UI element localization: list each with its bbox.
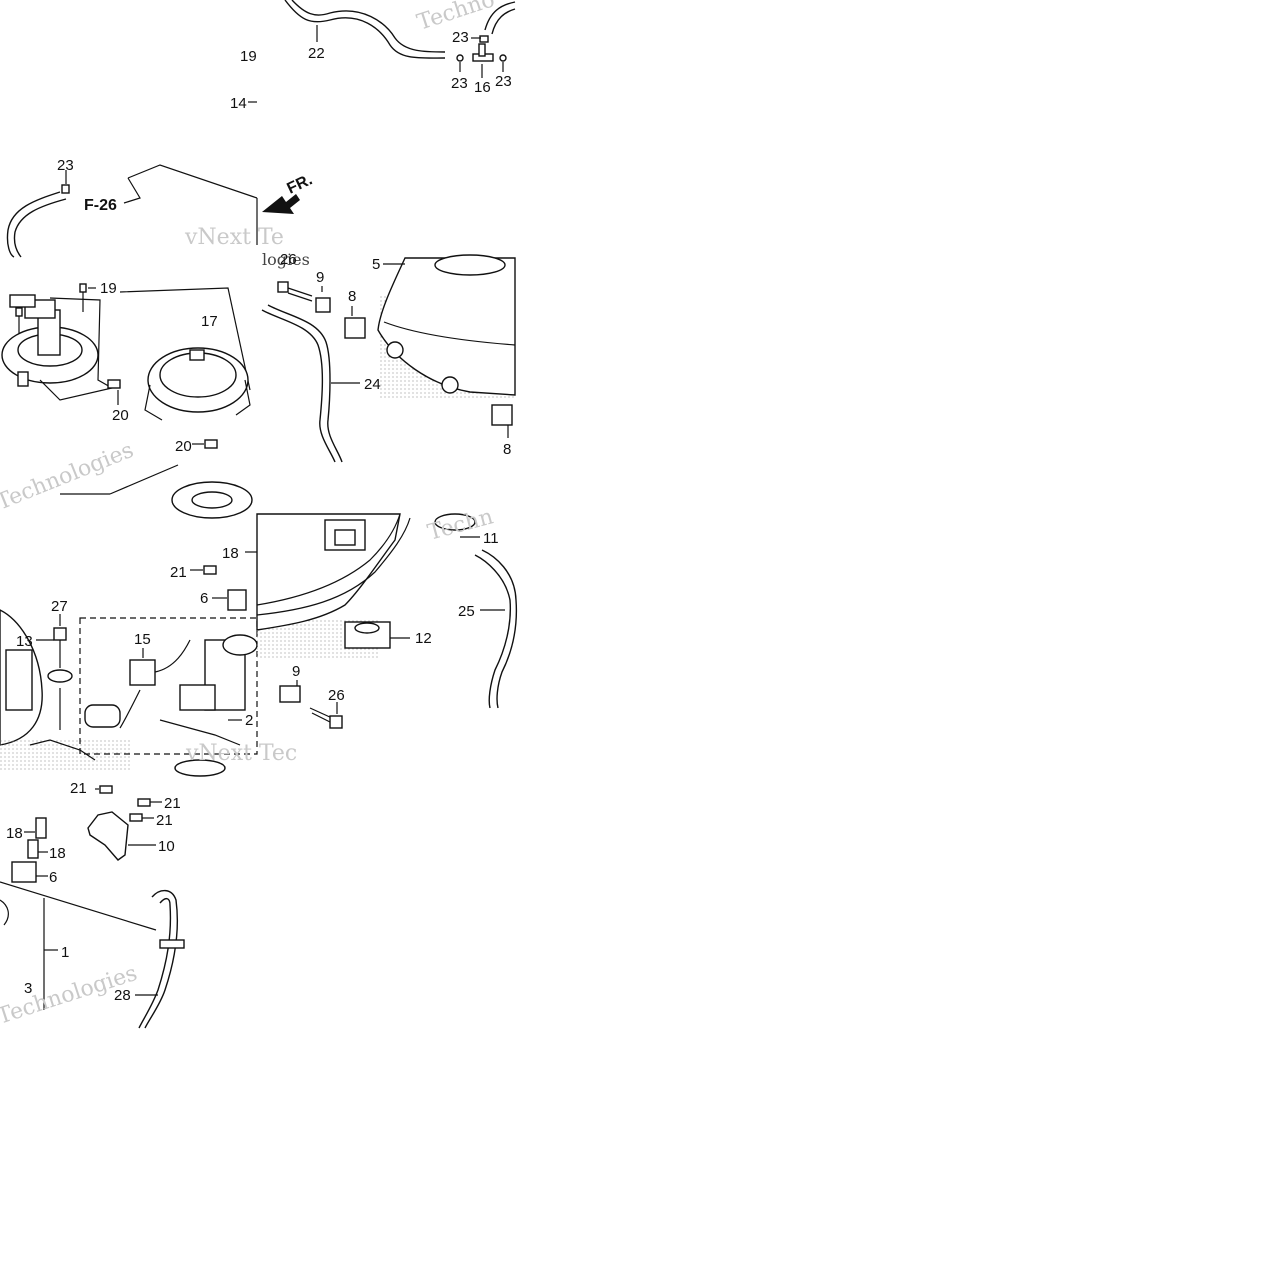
callout-13: 13 [16, 633, 33, 650]
clip-21 [203, 565, 217, 575]
callout-18-b: 18 [49, 845, 66, 862]
front-direction-label: FR. [285, 171, 316, 197]
watermark: vNext Te [184, 225, 284, 250]
callout-23-right: 23 [495, 73, 512, 90]
callout-26: 26 [328, 687, 345, 704]
callout-11: 11 [483, 530, 499, 547]
clip-20b [204, 439, 218, 449]
callout-6: 6 [49, 869, 57, 886]
fuel-tank-bracket [324, 519, 366, 551]
tile-pump-bracket: 21 21 21 18 10 18 6 1 3 28 Technologies [0, 780, 185, 1030]
callout-25: 25 [458, 603, 475, 620]
fuel-level-sender-15 [84, 639, 191, 729]
hose-clamp-23b [456, 54, 464, 62]
callout-24: 24 [364, 376, 381, 393]
hose-clamp-23a [479, 35, 489, 43]
stud-18b [27, 839, 39, 859]
callout-26: 26 [280, 251, 297, 268]
callout-19: 19 [240, 48, 257, 65]
callout-3: 3 [24, 980, 32, 997]
collar-9 [315, 286, 331, 313]
callout-23-top: 23 [452, 29, 469, 46]
bolt-26 [277, 281, 313, 302]
connector-6 [227, 589, 247, 611]
rubber-mount-8-bottom [491, 404, 513, 426]
callout-21-c: 21 [156, 812, 173, 829]
callout-10: 10 [158, 838, 175, 855]
fuel-cap-assembly [1, 294, 99, 387]
callout-6: 6 [200, 590, 208, 607]
fuel-pump-unit [159, 634, 258, 746]
callout-23: 23 [57, 157, 74, 174]
connector-6 [11, 861, 37, 883]
tile-fuel-pump: 18 21 6 27 13 15 2 vNext Tec [0, 545, 297, 777]
callout-14: 14 [230, 95, 247, 112]
three-way-joint-16 [472, 43, 494, 62]
bracket-10 [87, 811, 129, 861]
callout-12: 12 [415, 630, 432, 647]
callout-8-bottom: 8 [503, 441, 511, 458]
hose-clamp-23c [499, 54, 507, 62]
watermark: vNext Tec [185, 741, 297, 766]
tile-drain-hose: 23 F-26 FR. vNext Te [6, 157, 316, 258]
callout-21: 21 [170, 564, 187, 581]
front-arrow-icon [262, 194, 300, 214]
callout-22: 22 [308, 45, 325, 62]
callout-5: 5 [372, 256, 380, 273]
rubber-mount-8-top [344, 306, 366, 339]
watermark: logies [262, 250, 310, 269]
watermark: Technologies [0, 438, 137, 516]
callout-27: 27 [51, 598, 68, 615]
collar-9 [279, 680, 301, 703]
fuel-cap-ring-17 [144, 347, 251, 421]
bolt-left [15, 307, 23, 334]
callout-20-b: 20 [175, 438, 192, 455]
callout-19: 19 [100, 280, 117, 297]
clip-21c [129, 813, 143, 822]
setting-plate-12 [344, 621, 391, 649]
callout-1: 1 [61, 944, 69, 961]
callout-18-a: 18 [6, 825, 23, 842]
hose-clamp-23 [61, 184, 70, 194]
ref-f26: F-26 [84, 197, 117, 214]
callout-2: 2 [245, 712, 253, 729]
clip-20a [107, 379, 121, 389]
callout-9: 9 [316, 269, 324, 286]
callout-9: 9 [292, 663, 300, 680]
callout-20-a: 20 [112, 407, 129, 424]
callout-15: 15 [134, 631, 151, 648]
callout-16: 16 [474, 79, 491, 96]
callout-23-left: 23 [451, 75, 468, 92]
tile-fuel-tank-upper: logies 26 9 8 5 24 8 [261, 250, 516, 463]
tile-breather-hose: Techno 19 22 14 23 23 16 23 [230, 0, 516, 112]
washer [47, 669, 73, 683]
clip-21a [99, 785, 113, 794]
callout-21-a: 21 [70, 780, 87, 797]
stud-18a [35, 817, 47, 839]
callout-21-b: 21 [164, 795, 181, 812]
mount-bush-right [441, 376, 459, 394]
tile-fuel-tank-lower: 11 25 12 9 26 Techn [256, 504, 518, 729]
callout-8-top: 8 [348, 288, 356, 305]
mount-bush-left [386, 341, 404, 359]
bolt-19 [79, 283, 87, 312]
tile-fuel-cap: 19 17 20 20 Technologies [0, 280, 253, 519]
callout-28: 28 [114, 987, 131, 1004]
bolt-26 [309, 702, 343, 729]
bolt-27 [53, 614, 67, 668]
callout-17: 17 [201, 313, 218, 330]
callout-18: 18 [222, 545, 239, 562]
pump-detail-frame [79, 617, 258, 755]
fuel-hose-28 [138, 889, 185, 1029]
clip-21b [137, 798, 151, 807]
